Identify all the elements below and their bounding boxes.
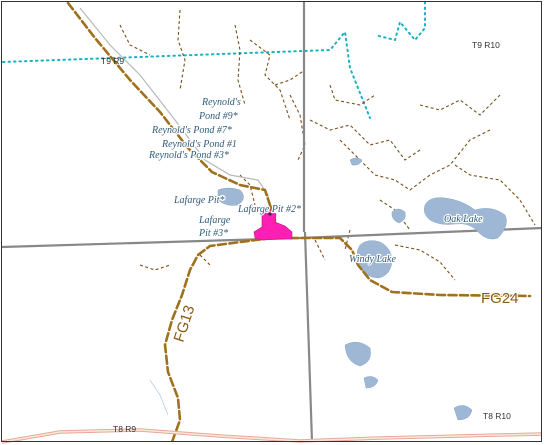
fg13-road bbox=[66, 1, 277, 444]
bottom-road-band-inner bbox=[1, 429, 543, 443]
label-reynolds-7: Reynold's Pond #7* bbox=[151, 125, 232, 136]
feature-labels: Reynold's Pond #9* Reynold's Pond #7* Re… bbox=[147, 96, 484, 266]
label-oak-lake: Oak Lake bbox=[444, 214, 483, 225]
label-lafarge-1: Lafarge Pit* bbox=[173, 195, 224, 206]
label-windy-lake: Windy Lake bbox=[349, 254, 396, 265]
water-bodies bbox=[217, 157, 507, 421]
label-lafarge-3-line2: Pit #3* bbox=[198, 228, 228, 239]
municipal-boundary bbox=[2, 1, 426, 119]
oak-lake-shape bbox=[423, 197, 507, 240]
label-reynolds-1: Reynold's Pond #1 bbox=[161, 139, 237, 150]
access-track bbox=[79, 7, 271, 211]
small-pond bbox=[217, 187, 244, 206]
township-label-nw: T9 R9 bbox=[101, 56, 124, 66]
pit-marker-icon bbox=[268, 212, 272, 216]
road-label-fg13: FG13 bbox=[171, 303, 199, 344]
township-label-se: T8 R10 bbox=[483, 411, 511, 421]
access-track bbox=[149, 379, 169, 416]
label-reynolds-9-line1: Reynold's bbox=[201, 97, 241, 108]
township-label-ne: T9 R10 bbox=[472, 40, 500, 50]
label-lafarge-2: Lafarge Pit #2* bbox=[237, 204, 301, 215]
label-reynolds-9-line2: Pond #9* bbox=[198, 111, 238, 122]
small-pond bbox=[344, 341, 371, 367]
gravel-pit-area bbox=[253, 209, 293, 241]
label-reynolds-3: Reynold's Pond #3* bbox=[148, 150, 229, 161]
fg24-road bbox=[288, 236, 532, 298]
small-pond bbox=[363, 376, 379, 389]
trails bbox=[119, 9, 536, 281]
road-label-fg24: FG24 bbox=[481, 290, 519, 307]
township-label-sw: T8 R9 bbox=[113, 424, 136, 434]
small-pond bbox=[349, 157, 363, 166]
label-lafarge-3-line1: Lafarge bbox=[198, 215, 231, 226]
small-pond bbox=[453, 405, 473, 421]
oak-lake-satellite bbox=[391, 208, 406, 224]
